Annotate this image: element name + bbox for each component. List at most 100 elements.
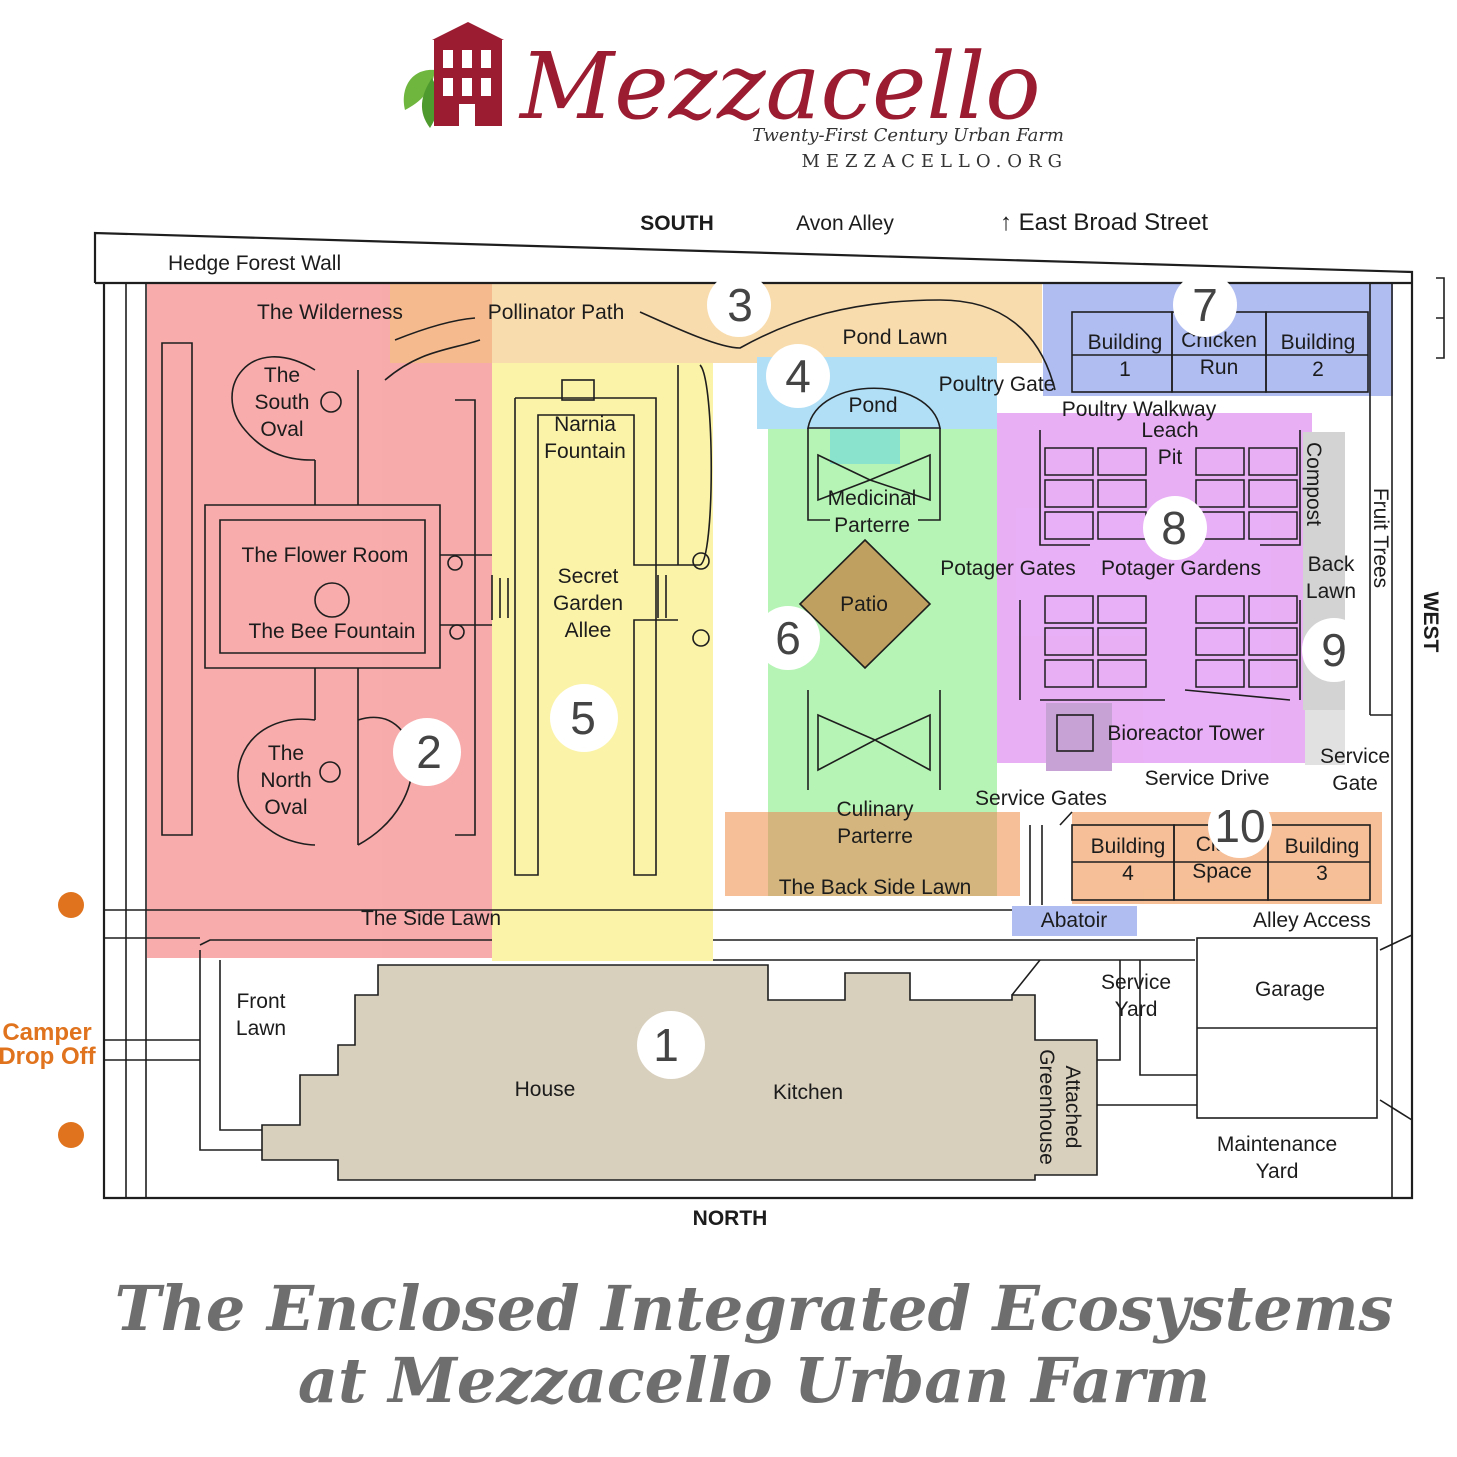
label-building1-2: 1 (1119, 358, 1131, 381)
label-building3-2: 3 (1316, 862, 1328, 885)
label-chicken-run-2: Run (1200, 356, 1239, 379)
zone-6-area-upper (830, 429, 900, 464)
zones (147, 283, 1393, 961)
label-bioreactor: Bioreactor Tower (1107, 722, 1264, 745)
label-north-oval-2: North (260, 769, 311, 792)
zone-badge-6: 6 (756, 606, 820, 670)
camper-label-2: Drop Off (0, 1043, 97, 1070)
wilderness-paths (161, 339, 492, 946)
label-south-oval-2: South (255, 391, 310, 414)
potager-bed (1097, 447, 1147, 476)
svg-text:1: 1 (653, 1019, 679, 1071)
label-building1-1: Building (1088, 331, 1163, 354)
caption-line-2: at Mezzacello Urban Farm (298, 1344, 1210, 1417)
north-oval-fountain-icon (319, 761, 341, 783)
camper-marker-icon (58, 892, 84, 918)
label-alley-access: Alley Access (1253, 909, 1371, 932)
label-north-oval-3: Oval (264, 796, 307, 819)
label-culinary-1: Culinary (836, 798, 914, 821)
potager-bed (1248, 511, 1298, 540)
compass-north: NORTH (693, 1207, 768, 1230)
label-secret-garden-2: Garden (553, 592, 623, 615)
label-back-side-lawn: The Back Side Lawn (779, 876, 972, 899)
label-culinary-2: Parterre (837, 825, 913, 848)
label-building3-1: Building (1285, 835, 1360, 858)
zone-10-buildings (1071, 824, 1371, 901)
house-icon (432, 22, 504, 126)
compass-west: WEST (1419, 592, 1442, 653)
label-building4-1: Building (1091, 835, 1166, 858)
potager-bed (1195, 479, 1245, 508)
bee-fountain-icon (314, 582, 350, 618)
potager-bed (1195, 627, 1245, 656)
flower-room-marker-icon-2 (449, 624, 465, 640)
label-service-yard-2: Yard (1115, 998, 1158, 1021)
label-compost: Compost (1302, 442, 1325, 526)
label-service-gate-2: Gate (1332, 772, 1378, 795)
label-abatoir: Abatoir (1041, 909, 1108, 932)
label-bee-fountain: The Bee Fountain (249, 620, 416, 643)
svg-text:6: 6 (775, 612, 801, 664)
label-patio: Patio (840, 593, 888, 616)
label-class-space-2: Space (1192, 860, 1252, 883)
garage-block (1196, 937, 1378, 1119)
street-east-broad: ↑ East Broad Street (1000, 209, 1208, 236)
label-leach-pit-2: Pit (1158, 446, 1183, 469)
label-secret-garden-3: Allee (565, 619, 612, 642)
bioreactor-tower (1056, 714, 1094, 752)
caption-line-1: The Enclosed Integrated Ecosystems (115, 1272, 1394, 1345)
potager-bed (1044, 447, 1094, 476)
label-building2-2: 2 (1312, 358, 1324, 381)
abatoir-area (1012, 906, 1137, 936)
potager-bed (1248, 479, 1298, 508)
label-service-drive: Service Drive (1145, 767, 1270, 790)
label-north-oval-1: The (268, 742, 304, 765)
zone-badge-2: 2 (393, 718, 461, 786)
zone-badge-9: 9 (1302, 618, 1366, 682)
label-medicinal-1: Medicinal (828, 487, 917, 510)
back-side-lawn-overlap (768, 812, 997, 896)
label-side-lawn: The Side Lawn (361, 907, 501, 930)
potager-bed (1097, 659, 1147, 688)
label-greenhouse-2: Greenhouse (1035, 1049, 1058, 1165)
label-building2-1: Building (1281, 331, 1356, 354)
leaf-icon (403, 69, 439, 128)
label-maintenance-2: Yard (1256, 1160, 1299, 1183)
label-service-gates: Service Gates (975, 787, 1107, 810)
label-service-gate-1: Service (1320, 745, 1390, 768)
label-garage: Garage (1255, 978, 1325, 1001)
bioreactor-area (1046, 703, 1112, 771)
svg-text:8: 8 (1161, 502, 1187, 554)
label-pond: Pond (848, 394, 897, 417)
label-potager-gates: Potager Gates (940, 557, 1075, 580)
label-south-oval-3: Oval (260, 418, 303, 441)
label-building4-2: 4 (1122, 862, 1134, 885)
camper-label: Camper (2, 1019, 91, 1046)
secret-garden-structure (491, 364, 712, 876)
potager-beds (1044, 447, 1298, 688)
zone-number-badges: 1 2 3 4 5 6 7 8 9 10 (393, 273, 1366, 1079)
svg-text:3: 3 (727, 279, 753, 331)
label-flower-room: The Flower Room (242, 544, 409, 567)
brand-wordmark: Mezzacello (518, 33, 1041, 140)
zone-5-area (492, 363, 713, 961)
potager-bed (1044, 659, 1094, 688)
tagline: Twenty-First Century Urban Farm (752, 125, 1064, 146)
label-poultry-gate: Poultry Gate (939, 373, 1056, 396)
svg-text:5: 5 (570, 692, 596, 744)
potager-bed (1195, 447, 1245, 476)
svg-text:9: 9 (1321, 624, 1347, 676)
svg-text:10: 10 (1214, 800, 1265, 852)
potager-bed (1195, 659, 1245, 688)
label-medicinal-2: Parterre (834, 514, 910, 537)
zone-badge-7: 7 (1173, 273, 1237, 337)
pond-shape (807, 387, 941, 429)
label-narnia-2: Fountain (544, 440, 626, 463)
label-service-yard-1: Service (1101, 971, 1171, 994)
label-maintenance-1: Maintenance (1217, 1133, 1337, 1156)
label-secret-garden-1: Secret (558, 565, 619, 588)
zone-badge-5: 5 (550, 684, 618, 752)
south-oval-fountain-icon (320, 391, 342, 413)
website-url: MEZZACELLO.ORG (801, 151, 1068, 172)
